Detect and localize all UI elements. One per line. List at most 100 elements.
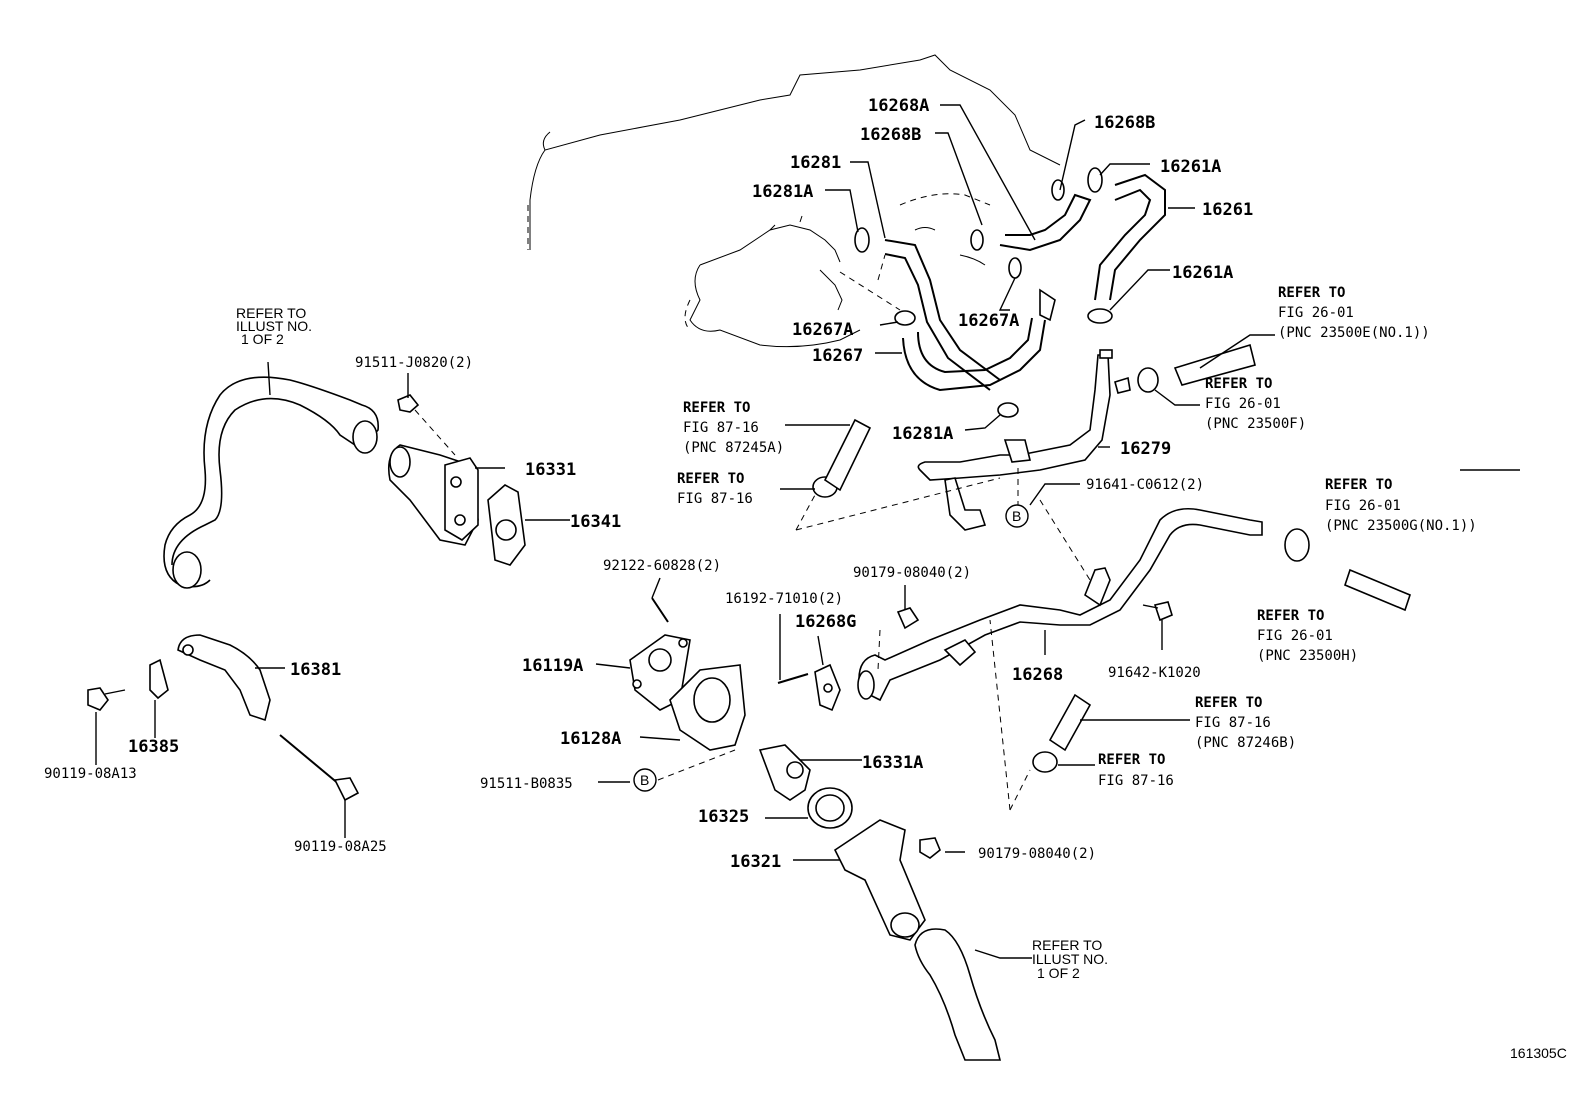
water-pipe-16268	[857, 507, 1263, 702]
svg-text:REFER TO: REFER TO	[1195, 695, 1262, 711]
ref-illust-bottom[interactable]: REFER TO ILLUST NO. 1 OF 2	[1032, 937, 1108, 981]
label-16281[interactable]: 16281	[790, 153, 841, 173]
label-91511-J0820[interactable]: 91511-J0820(2)	[355, 355, 473, 371]
svg-text:(PNC 23500E(NO.1)): (PNC 23500E(NO.1))	[1278, 325, 1430, 341]
label-91642-K1020[interactable]: 91642-K1020	[1108, 665, 1201, 681]
label-16267[interactable]: 16267	[812, 346, 863, 366]
part-labels: 16268A 16268B 16268B 16261A 16281 16281A…	[44, 96, 1253, 872]
bracket-16381	[87, 634, 360, 802]
ref-marker-b-2: B	[633, 768, 657, 792]
engine-block-outline	[527, 54, 1061, 348]
ref-illust-left[interactable]: REFER TO ILLUST NO. 1 OF 2	[236, 305, 312, 347]
label-16261[interactable]: 16261	[1202, 200, 1253, 220]
label-16325[interactable]: 16325	[698, 807, 749, 827]
label-16192-71010[interactable]: 16192-71010(2)	[725, 591, 843, 607]
label-16279[interactable]: 16279	[1120, 439, 1171, 459]
label-16267A-left[interactable]: 16267A	[792, 320, 853, 340]
svg-text:B: B	[1012, 508, 1021, 524]
label-16128A[interactable]: 16128A	[560, 729, 621, 749]
svg-text:REFER TO: REFER TO	[1205, 376, 1272, 392]
label-16268B[interactable]: 16268B	[860, 125, 921, 145]
ref-fig-87-16-b[interactable]: REFER TO FIG 87-16	[677, 471, 753, 507]
gasket-16341	[487, 484, 526, 566]
svg-text:FIG 87-16: FIG 87-16	[1098, 773, 1174, 789]
svg-text:FIG 87-16: FIG 87-16	[683, 420, 759, 436]
label-16267A-right[interactable]: 16267A	[958, 311, 1019, 331]
water-pipe-16279	[917, 349, 1131, 531]
svg-text:(PNC 23500H): (PNC 23500H)	[1257, 648, 1358, 664]
svg-text:REFER TO: REFER TO	[236, 305, 306, 321]
label-16281A[interactable]: 16281A	[892, 424, 953, 444]
svg-text:REFER TO: REFER TO	[683, 400, 750, 416]
ref-fig-26-01-f[interactable]: REFER TO FIG 26-01 (PNC 23500F)	[1205, 376, 1306, 432]
svg-text:FIG 26-01: FIG 26-01	[1205, 396, 1281, 412]
svg-text:1 OF 2: 1 OF 2	[241, 331, 284, 347]
label-16261A-top[interactable]: 16261A	[1160, 157, 1221, 177]
ref-fig-26-01-e[interactable]: REFER TO FIG 26-01 (PNC 23500E(NO.1))	[1278, 285, 1430, 341]
svg-text:(PNC 23500F): (PNC 23500F)	[1205, 416, 1306, 432]
svg-text:REFER TO: REFER TO	[1257, 608, 1324, 624]
svg-text:(PNC 87246B): (PNC 87246B)	[1195, 735, 1296, 751]
label-16381[interactable]: 16381	[290, 660, 341, 680]
water-outlet-16321	[833, 819, 941, 941]
gasket-16119A	[629, 634, 691, 711]
label-16261A[interactable]: 16261A	[1172, 263, 1233, 283]
svg-text:FIG 87-16: FIG 87-16	[1195, 715, 1271, 731]
gasket-16325	[807, 787, 853, 829]
hose-16261	[999, 173, 1166, 301]
svg-text:B: B	[640, 772, 649, 788]
svg-text:(PNC 23500G(NO.1)): (PNC 23500G(NO.1))	[1325, 518, 1477, 534]
svg-text:FIG 26-01: FIG 26-01	[1325, 498, 1401, 514]
leader-lines	[95, 104, 1520, 959]
ref-marker-b-1: B	[1005, 504, 1029, 528]
label-16119A[interactable]: 16119A	[522, 656, 583, 676]
svg-text:ILLUST NO.: ILLUST NO.	[1032, 951, 1108, 967]
svg-text:(PNC 87245A): (PNC 87245A)	[683, 440, 784, 456]
label-16331A[interactable]: 16331A	[862, 753, 923, 773]
external-hoses	[823, 343, 1411, 752]
svg-text:REFER TO: REFER TO	[1278, 285, 1345, 301]
label-16321[interactable]: 16321	[730, 852, 781, 872]
svg-text:FIG 26-01: FIG 26-01	[1257, 628, 1333, 644]
label-92122-60828[interactable]: 92122-60828(2)	[603, 558, 721, 574]
svg-text:REFER TO: REFER TO	[677, 471, 744, 487]
label-16268B-top[interactable]: 16268B	[1094, 113, 1155, 133]
gasket-16268G	[777, 607, 920, 712]
label-16281A-top[interactable]: 16281A	[752, 182, 813, 202]
label-16385[interactable]: 16385	[128, 737, 179, 757]
water-inlet-16331	[387, 444, 479, 546]
diagram-id: 161305C	[1510, 1045, 1567, 1061]
hose-16281	[884, 239, 1001, 391]
label-91511-B0835[interactable]: 91511-B0835	[480, 776, 573, 792]
svg-text:REFER TO: REFER TO	[1032, 937, 1102, 953]
upper-radiator-hose	[163, 376, 379, 589]
label-16268A[interactable]: 16268A	[868, 96, 929, 116]
label-90119-08A25[interactable]: 90119-08A25	[294, 839, 387, 855]
label-91641-C0612[interactable]: 91641-C0612(2)	[1086, 477, 1204, 493]
label-16331[interactable]: 16331	[525, 460, 576, 480]
ref-fig-87-16-d[interactable]: REFER TO FIG 87-16	[1098, 752, 1174, 789]
ref-fig-87-16-a[interactable]: REFER TO FIG 87-16 (PNC 87245A)	[683, 400, 784, 456]
label-90119-08A13[interactable]: 90119-08A13	[44, 766, 137, 782]
label-16268G[interactable]: 16268G	[795, 612, 856, 632]
label-90179-08040-top[interactable]: 90179-08040(2)	[853, 565, 971, 581]
hose-16267	[902, 288, 1056, 392]
svg-text:ILLUST NO.: ILLUST NO.	[236, 318, 312, 334]
hose-clamps	[812, 167, 1310, 773]
svg-text:1 OF 2: 1 OF 2	[1037, 965, 1080, 981]
lower-hose	[914, 928, 1002, 1061]
thermostat-16331A	[758, 744, 811, 801]
svg-text:REFER TO: REFER TO	[1325, 477, 1392, 493]
label-90179-08040-bottom[interactable]: 90179-08040(2)	[978, 846, 1096, 862]
dashed-lines	[657, 254, 1091, 811]
ref-fig-26-01-h[interactable]: REFER TO FIG 26-01 (PNC 23500H)	[1257, 608, 1358, 664]
svg-text:REFER TO: REFER TO	[1098, 752, 1165, 768]
ref-fig-87-16-c[interactable]: REFER TO FIG 87-16 (PNC 87246B)	[1195, 695, 1296, 751]
svg-text:FIG 26-01: FIG 26-01	[1278, 305, 1354, 321]
label-16341[interactable]: 16341	[570, 512, 621, 532]
ref-fig-26-01-g[interactable]: REFER TO FIG 26-01 (PNC 23500G(NO.1))	[1325, 477, 1477, 534]
label-16268[interactable]: 16268	[1012, 665, 1063, 685]
water-outlet-16128A	[651, 597, 746, 751]
svg-text:FIG 87-16: FIG 87-16	[677, 491, 753, 507]
